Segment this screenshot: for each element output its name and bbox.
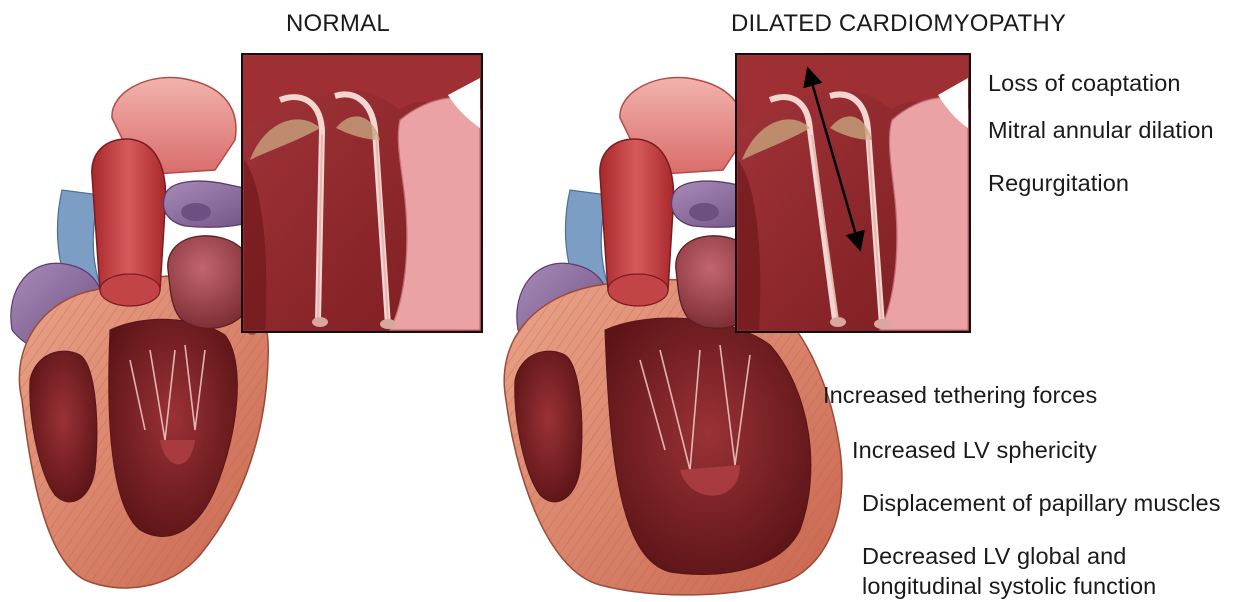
- label-longitudinal-systolic-function: longitudinal systolic function: [862, 573, 1156, 600]
- label-loss-of-coaptation: Loss of coaptation: [988, 70, 1181, 97]
- label-decreased-lv-global: Decreased LV global and: [862, 543, 1126, 570]
- label-displacement-papillary-muscles: Displacement of papillary muscles: [862, 490, 1221, 517]
- label-regurgitation: Regurgitation: [988, 170, 1129, 197]
- dilated-valve-inset: [736, 54, 970, 332]
- label-mitral-annular-dilation: Mitral annular dilation: [988, 117, 1214, 144]
- dilated-panel-title: DILATED CARDIOMYOPATHY: [731, 10, 1066, 38]
- label-increased-lv-sphericity: Increased LV sphericity: [852, 437, 1097, 464]
- normal-valve-inset: [242, 54, 482, 332]
- label-increased-tethering-forces: Increased tethering forces: [823, 382, 1097, 409]
- normal-panel-title: NORMAL: [286, 10, 390, 38]
